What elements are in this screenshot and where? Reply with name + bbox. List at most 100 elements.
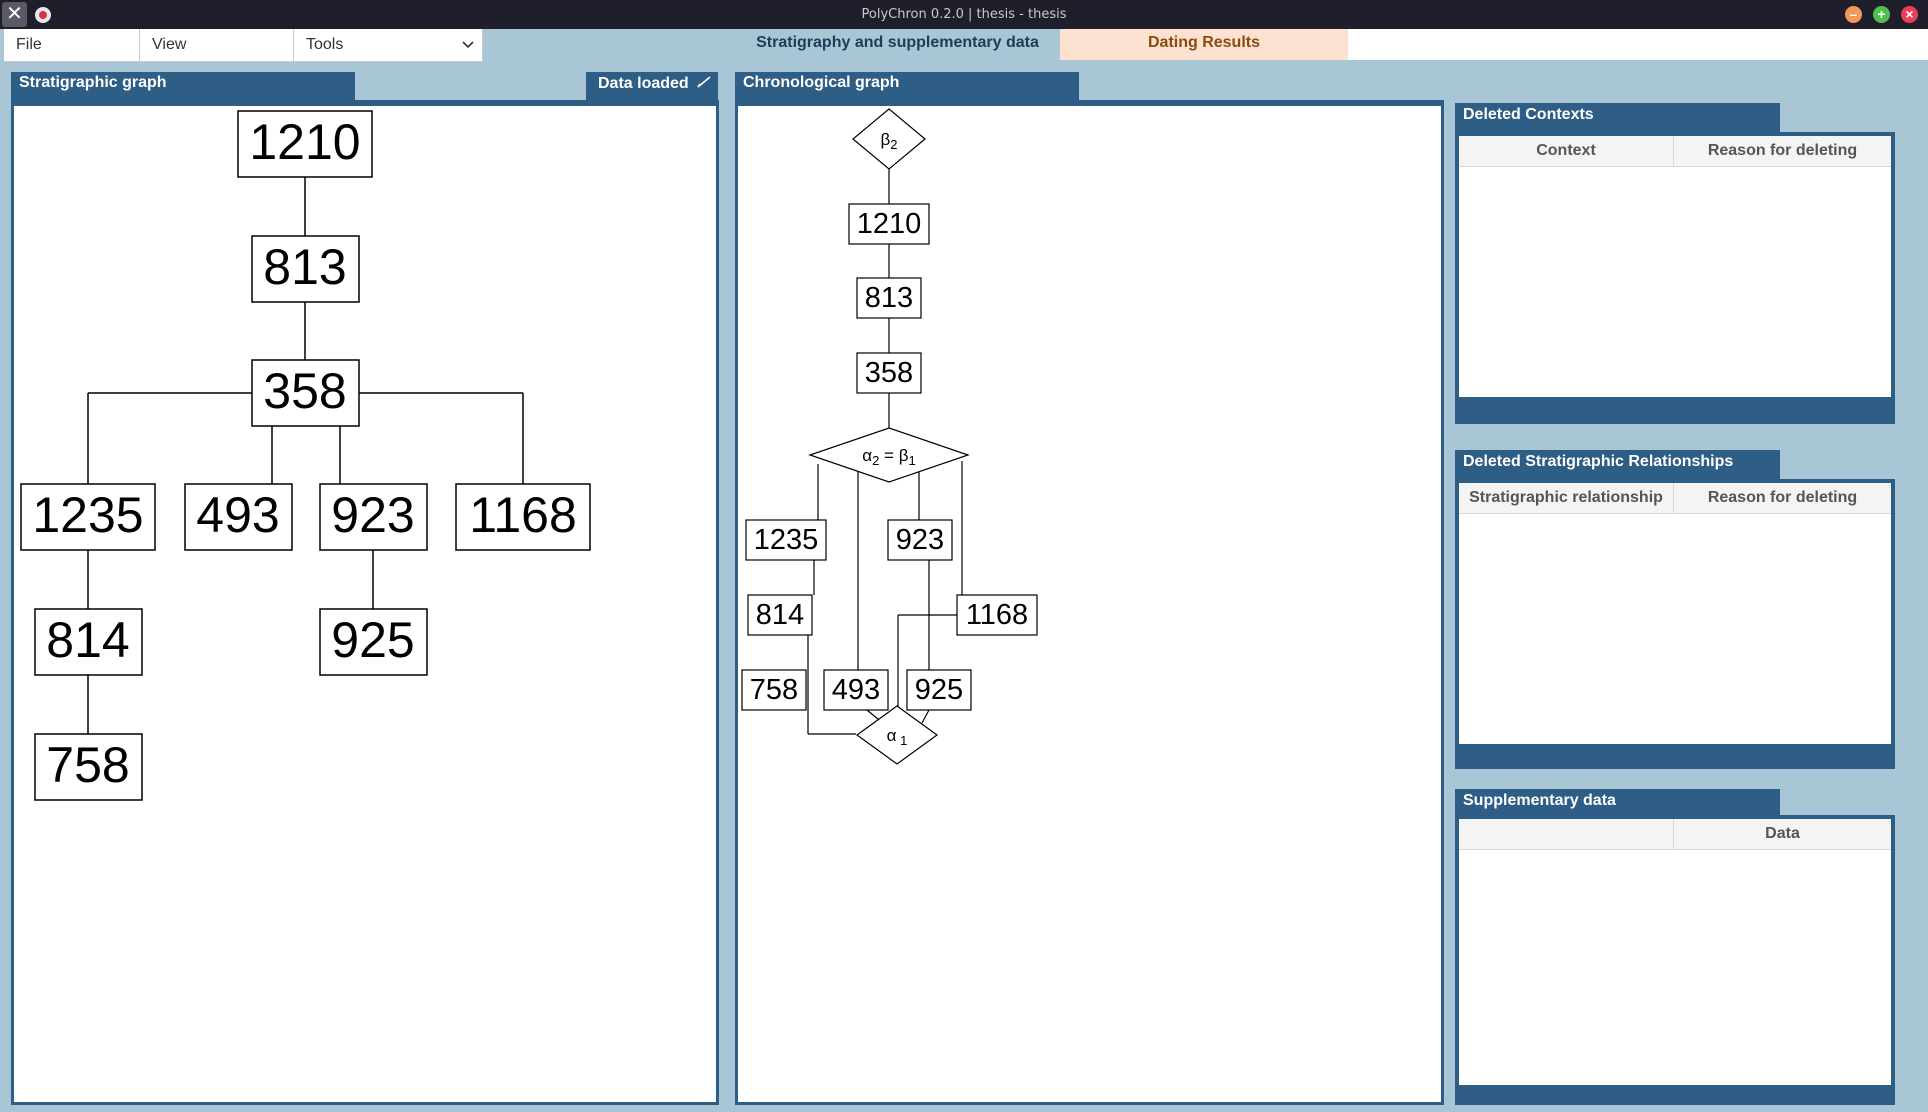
deleted-contexts-title: Deleted Contexts: [1455, 103, 1780, 134]
chrono-node[interactable]: 814: [747, 594, 813, 636]
strat-node-label: 1210: [249, 114, 360, 170]
data-loaded-label: Data loaded: [598, 75, 689, 92]
column-header-data[interactable]: Data: [1765, 825, 1800, 842]
strat-node-label: 1168: [469, 487, 577, 543]
strat-node[interactable]: 813: [251, 235, 360, 303]
chrono-node[interactable]: 925: [906, 669, 972, 711]
close-icon[interactable]: ×: [1901, 6, 1918, 23]
data-loaded-status: Data loaded: [586, 72, 718, 102]
chrono-node-label: 358: [865, 357, 913, 389]
chrono-node[interactable]: 758: [741, 669, 807, 711]
boundary-equals: =: [879, 446, 898, 465]
chrono-node-label: 1210: [857, 208, 922, 240]
strat-node-label: 758: [46, 737, 129, 793]
chrono-boundary[interactable]: β2: [852, 108, 926, 170]
strat-graph-canvas[interactable]: 1210 813 358 1235 493 923 1168 814 925 7…: [14, 106, 716, 1102]
deleted-contexts-table[interactable]: Context Reason for deleting: [1459, 136, 1891, 397]
chrono-node[interactable]: 493: [823, 669, 889, 711]
chrono-node-label: 923: [896, 524, 944, 556]
chrono-graph: β2 1210 813 358 α2 = β1 1235 923 814 116…: [741, 108, 1038, 765]
menu-tools[interactable]: Tools: [294, 29, 483, 61]
table-header: Stratigraphic relationship Reason for de…: [1459, 483, 1891, 514]
tab-stratigraphy[interactable]: Stratigraphy and supplementary data: [735, 29, 1060, 60]
menu-bar: File View Tools: [4, 29, 483, 62]
chrono-graph-frame: β2 1210 813 358 α2 = β1 1235 923 814 116…: [735, 100, 1444, 1105]
boundary-symbol: β: [880, 130, 890, 149]
maximize-icon[interactable]: +: [1873, 6, 1890, 23]
deleted-relationships-table[interactable]: Stratigraphic relationship Reason for de…: [1459, 483, 1891, 744]
strat-node[interactable]: 1210: [237, 110, 373, 178]
strat-node-label: 493: [196, 487, 279, 543]
column-header-key[interactable]: [1459, 819, 1674, 849]
supplementary-data-frame: Data: [1455, 815, 1895, 1105]
column-header-reason[interactable]: Reason for deleting: [1707, 142, 1858, 159]
supplementary-data-title: Supplementary data: [1455, 789, 1780, 820]
strat-node-label: 923: [331, 487, 414, 543]
checkmark-icon: [697, 76, 711, 88]
chrono-graph-title: Chronological graph: [735, 72, 1079, 102]
chrono-node[interactable]: 1210: [848, 203, 930, 245]
strat-graph-frame: 1210 813 358 1235 493 923 1168 814 925 7…: [11, 100, 719, 1105]
strat-graph-title: Stratigraphic graph: [11, 72, 355, 102]
chrono-node[interactable]: 358: [856, 352, 922, 394]
chrono-node-label: 493: [832, 674, 880, 706]
boundary-symbol: α: [862, 446, 872, 465]
supplementary-data-table[interactable]: Data: [1459, 819, 1891, 1085]
strat-edges: [87, 177, 524, 734]
svg-text:β2: β2: [880, 130, 897, 152]
menu-tools-label: Tools: [306, 36, 344, 53]
strat-node-label: 925: [331, 612, 414, 668]
column-header-relationship[interactable]: Stratigraphic relationship: [1459, 483, 1674, 513]
strat-node-label: 358: [263, 363, 346, 419]
svg-text:α2 = β1: α2 = β1: [862, 446, 915, 468]
strat-node[interactable]: 758: [34, 733, 143, 801]
chrono-node[interactable]: 1235: [745, 519, 827, 561]
boundary-subscript: 1: [896, 733, 907, 748]
chrono-node[interactable]: 1168: [956, 594, 1038, 636]
strat-node[interactable]: 493: [184, 483, 293, 551]
boundary-subscript: 2: [872, 453, 879, 468]
minimize-icon[interactable]: –: [1845, 6, 1862, 23]
chrono-boundary[interactable]: α 1: [855, 705, 939, 765]
deleted-relationships-frame: Stratigraphic relationship Reason for de…: [1455, 479, 1895, 769]
chrono-node[interactable]: 923: [887, 519, 953, 561]
chrono-node-label: 813: [865, 282, 913, 314]
table-header: Context Reason for deleting: [1459, 136, 1891, 167]
tab-dating-results[interactable]: Dating Results: [1060, 29, 1348, 60]
strat-node-label: 1235: [32, 487, 143, 543]
strat-graph: 1210 813 358 1235 493 923 1168 814 925 7…: [20, 110, 591, 801]
strat-node[interactable]: 814: [34, 608, 143, 676]
menu-view[interactable]: View: [140, 29, 294, 61]
deleted-contexts-frame: Context Reason for deleting: [1455, 132, 1895, 424]
chrono-edges: [807, 169, 963, 735]
chrono-node-label: 925: [915, 674, 963, 706]
boundary-symbol: β: [899, 446, 909, 465]
strat-node[interactable]: 1235: [20, 483, 156, 551]
svg-text:α 1: α 1: [887, 726, 908, 748]
boundary-subscript: 1: [908, 453, 915, 468]
strat-node[interactable]: 1168: [455, 483, 591, 551]
chrono-node-label: 758: [750, 674, 798, 706]
strat-node-label: 813: [263, 239, 346, 295]
strat-node[interactable]: 925: [319, 608, 428, 676]
table-header: Data: [1459, 819, 1891, 850]
boundary-subscript: 2: [890, 137, 897, 152]
pin-icon[interactable]: [35, 7, 51, 23]
app-icon: ✕: [2, 2, 27, 27]
boundary-symbol: α: [887, 726, 897, 745]
deleted-relationships-title: Deleted Stratigraphic Relationships: [1455, 450, 1780, 481]
window-title: PolyChron 0.2.0 | thesis - thesis: [861, 7, 1067, 22]
chevron-down-icon: [462, 41, 474, 49]
strat-node[interactable]: 923: [319, 483, 428, 551]
tab-bar-filler: [1348, 29, 1928, 60]
strat-node-label: 814: [46, 612, 129, 668]
menu-file[interactable]: File: [4, 29, 140, 61]
column-header-reason[interactable]: Reason for deleting: [1707, 489, 1858, 506]
chrono-graph-canvas[interactable]: β2 1210 813 358 α2 = β1 1235 923 814 116…: [738, 106, 1441, 1102]
chrono-node[interactable]: 813: [856, 277, 922, 319]
column-header-context[interactable]: Context: [1459, 136, 1674, 166]
chrono-node-label: 814: [756, 599, 804, 631]
chrono-boundary[interactable]: α2 = β1: [808, 427, 970, 483]
chrono-node-label: 1235: [754, 524, 819, 556]
strat-node[interactable]: 358: [251, 359, 360, 427]
